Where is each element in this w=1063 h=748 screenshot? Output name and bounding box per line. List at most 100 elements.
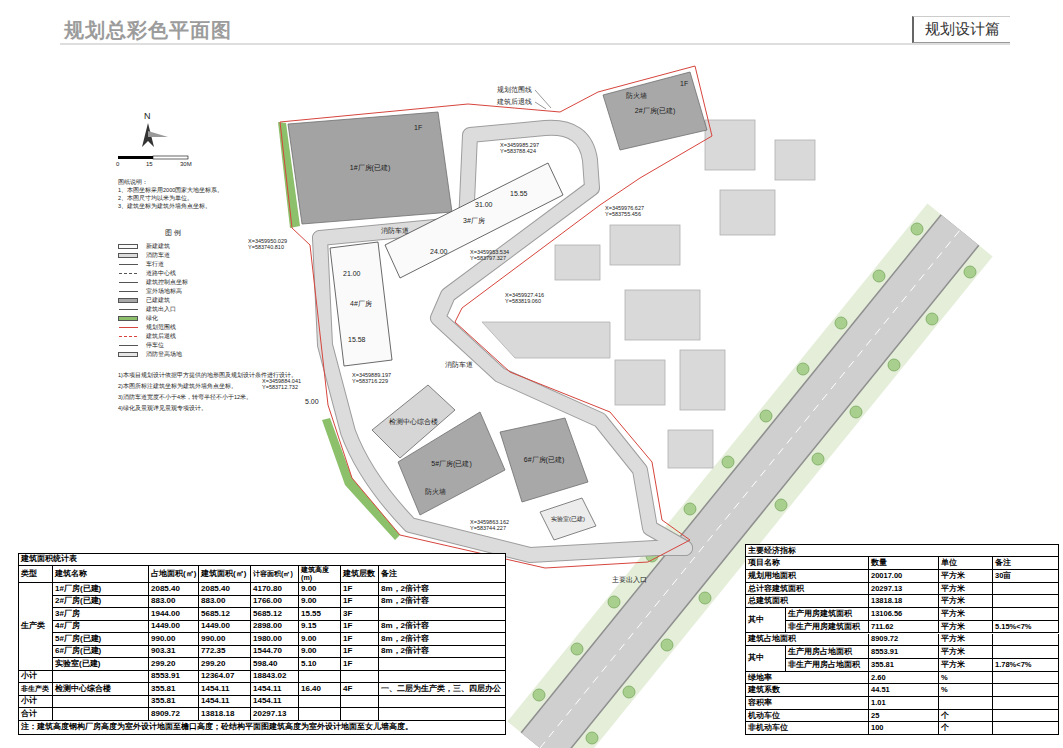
table-cell: 299.20 <box>199 658 251 671</box>
tree <box>911 223 923 235</box>
tree <box>571 643 583 655</box>
legend-line <box>119 291 138 292</box>
tree <box>533 689 545 701</box>
table-text: 20017.00 <box>871 572 902 580</box>
table-cell <box>341 696 379 709</box>
table-cell: 8553.91 <box>869 646 939 659</box>
table-text: 1F <box>343 660 352 668</box>
table-cell <box>53 671 149 684</box>
scale-segment <box>118 156 153 159</box>
table-cell: 一、二层为生产类，三、四层办公 <box>379 683 506 696</box>
table-text: 15.55 <box>301 610 321 618</box>
map-label: 0 <box>116 161 119 168</box>
table-text: 建筑面积统计表 <box>21 555 77 563</box>
table-text: 13818.18 <box>201 710 234 718</box>
table-cell: 平方米 <box>939 659 993 672</box>
table-cell: 项目名称 <box>746 557 869 570</box>
table-cell: 903.31 <box>149 646 199 659</box>
map-label: 3)消防车道宽度不小于4米，转弯半径不小于12米。 <box>118 394 303 400</box>
table-cell: 1454.11 <box>199 696 251 709</box>
table-cell: 1766.00 <box>251 596 299 609</box>
table-cell: 711.62 <box>869 621 939 634</box>
table-cell: 1F <box>341 583 379 596</box>
table-cell: 总计容建筑面积 <box>746 583 869 596</box>
table-text: 13818.18 <box>871 597 902 605</box>
table-cell: 建筑占地面积 <box>746 634 869 647</box>
table-cell: 建筑面积统计表 <box>19 554 506 566</box>
road-edge <box>540 230 960 748</box>
legend-symbol <box>118 270 140 277</box>
table-text: 5.15%<7% <box>995 623 1032 631</box>
building-label: 1#厂房(已建) <box>350 164 390 172</box>
table-text: 1944.00 <box>151 610 180 618</box>
table-cell: 其中 <box>746 646 786 671</box>
tree <box>873 270 885 282</box>
table-text: 1454.11 <box>201 685 229 693</box>
map-label: X=3459884.041 Y=583712.732 <box>262 378 312 391</box>
table-text: 299.20 <box>201 660 225 668</box>
table-text: 8553.91 <box>871 648 898 656</box>
map-label: 2)本图所标注建筑坐标为建筑外墙角点坐标。 <box>118 383 303 389</box>
table-cell: 建筑层数 <box>341 566 379 583</box>
table-cell: 平方米 <box>939 634 993 647</box>
map-label: 1F <box>414 124 422 132</box>
table-cell: 8553.91 <box>149 671 199 684</box>
table-text: 5685.12 <box>201 610 230 618</box>
table-text: 355.81 <box>871 661 894 669</box>
chapter-title: 规划设计篇 <box>925 21 1000 38</box>
legend-text: 已建建筑 <box>146 297 170 303</box>
legend-text: 新建建筑 <box>146 243 170 249</box>
table-text: 1454.11 <box>201 697 229 705</box>
table-cell: 16.40 <box>299 683 341 696</box>
table-cell <box>341 708 379 721</box>
table-cell: 20297.13 <box>869 583 939 596</box>
table-cell: 小计 <box>19 671 53 684</box>
table-text: 711.62 <box>871 623 894 631</box>
map-label: 建筑后退线 <box>497 98 532 106</box>
legend-line <box>119 264 138 265</box>
table-cell <box>993 710 1059 723</box>
table-text: 平方米 <box>941 623 965 631</box>
table-text: 平方米 <box>941 661 965 669</box>
table-text: 8909.72 <box>871 635 898 643</box>
table-text: 6#厂房(已建) <box>55 647 101 655</box>
table-cell: 建筑系数 <box>746 684 869 697</box>
table-text: 绿地率 <box>748 674 772 682</box>
table-cell <box>379 671 506 684</box>
map-label: 24.00 <box>430 248 448 256</box>
building-shape <box>540 498 596 540</box>
map-label: X=3459863.162 Y=583744.227 <box>470 519 520 532</box>
map-label: 图纸说明： <box>118 179 303 185</box>
table-cell: 1449.00 <box>149 621 199 634</box>
tree <box>608 596 620 608</box>
table-cell: 平方米 <box>939 608 993 621</box>
table-cell <box>53 708 149 721</box>
legend-swatch <box>118 244 138 249</box>
neighbour-building <box>705 120 755 170</box>
table-cell <box>379 608 506 621</box>
table-text: 25 <box>871 712 879 720</box>
table-cell <box>993 595 1059 608</box>
building-label: 实验室(已建) <box>551 516 585 523</box>
table-cell: 小计 <box>19 696 53 709</box>
legend-text: 绿化 <box>146 315 158 321</box>
table-cell: 1F <box>341 621 379 634</box>
table-text: 8m，2倍计容 <box>381 622 429 630</box>
table-text: 建筑高度(m) <box>301 566 338 581</box>
table-cell: 其中 <box>746 608 786 633</box>
legend-line <box>119 282 138 283</box>
table-text: 其中 <box>748 616 764 624</box>
building-shape <box>288 112 452 224</box>
legend-line <box>119 327 138 328</box>
table-text: 实验室(已建) <box>55 660 100 668</box>
table-cell <box>53 696 149 709</box>
table-text: 总建筑面积 <box>748 597 788 605</box>
table-cell: 非生产用房占地面积 <box>786 659 869 672</box>
map-label: 规划范围线 <box>497 86 532 94</box>
table-cell: 机动车位 <box>746 710 869 723</box>
table-text: 检测中心综合楼 <box>55 685 111 693</box>
table-text: 5685.12 <box>253 610 282 618</box>
table-text: 299.20 <box>151 660 175 668</box>
map-label: 图 例 <box>165 229 181 237</box>
table-cell: 355.81 <box>149 696 199 709</box>
